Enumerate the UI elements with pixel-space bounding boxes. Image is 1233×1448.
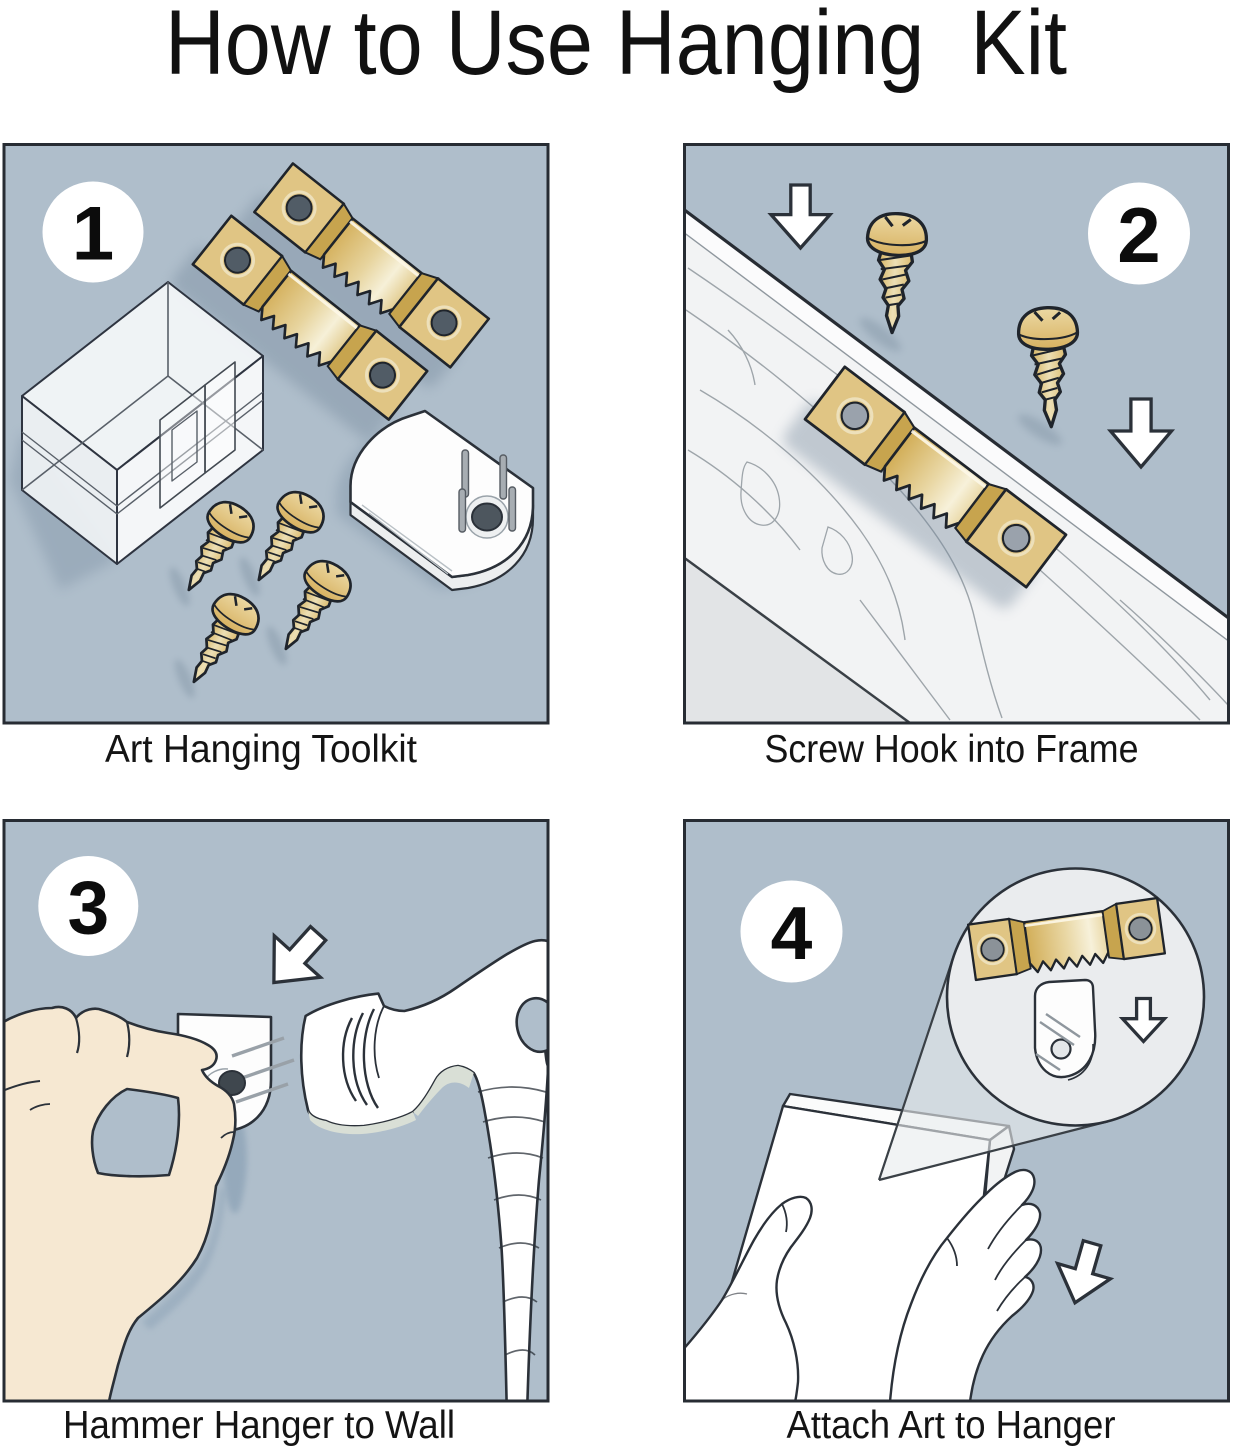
svg-text:3: 3 xyxy=(67,865,109,949)
svg-text:1: 1 xyxy=(72,192,114,277)
svg-text:How to Use Hanging Kit: How to Use Hanging Kit xyxy=(165,0,1067,94)
svg-text:Hammer Hanger to Wall: Hammer Hanger to Wall xyxy=(63,1404,455,1447)
svg-text:4: 4 xyxy=(771,891,813,975)
svg-text:Art Hanging Toolkit: Art Hanging Toolkit xyxy=(105,728,417,771)
svg-text:2: 2 xyxy=(1117,191,1160,279)
svg-text:Screw Hook into Frame: Screw Hook into Frame xyxy=(765,728,1139,771)
svg-text:Attach Art to Hanger: Attach Art to Hanger xyxy=(787,1404,1116,1447)
